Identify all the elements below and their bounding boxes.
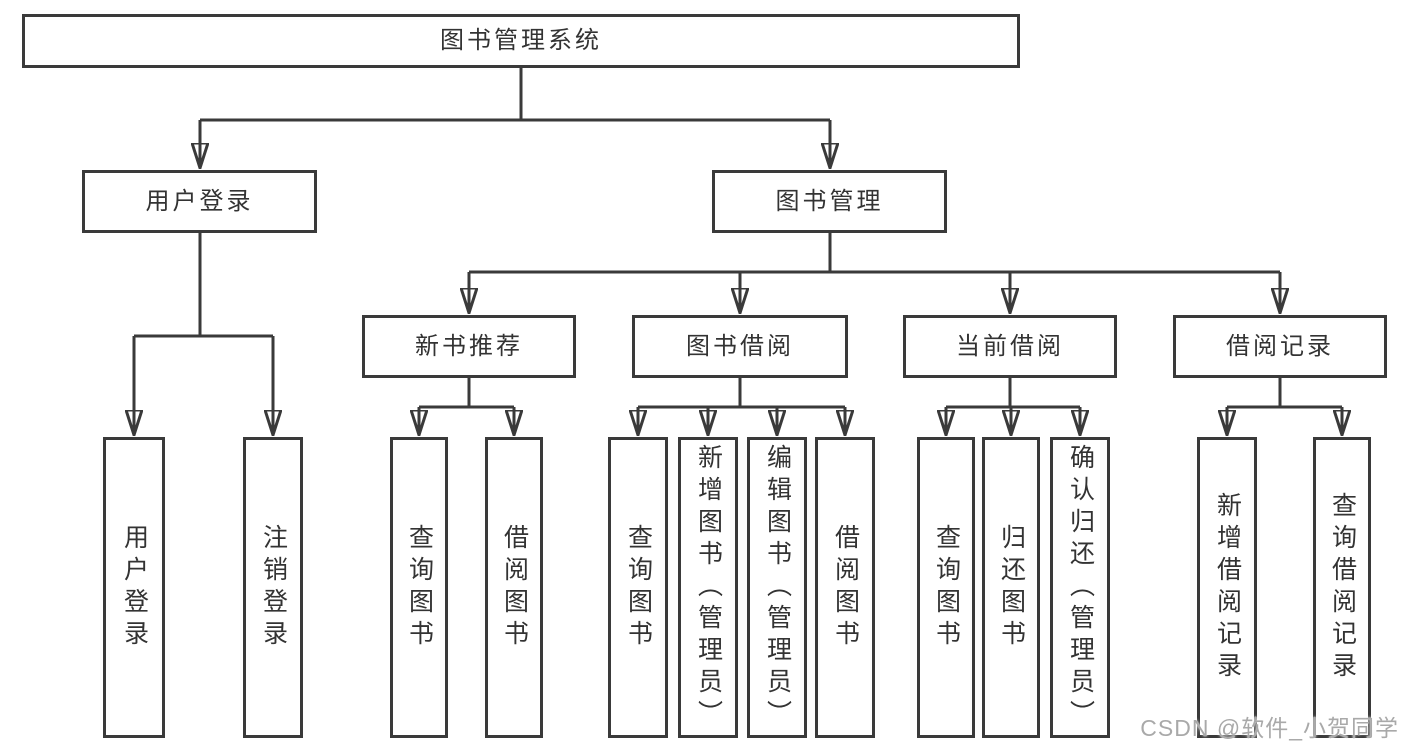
leaf-add-borrow-record: 新增借阅记录 [1197, 437, 1257, 738]
leaf-confirm-return-admin: 确认归还（管理员） [1050, 437, 1110, 738]
node-root-system: 图书管理系统 [22, 14, 1020, 68]
node-new-book-recommend: 新书推荐 [362, 315, 576, 378]
node-book-management-label: 图书管理 [775, 187, 884, 215]
node-user-login: 用户登录 [82, 170, 317, 233]
leaf-query-books-borrowing: 查询图书 [608, 437, 668, 738]
node-book-borrowing: 图书借阅 [632, 315, 848, 378]
node-new-book-recommend-label: 新书推荐 [415, 332, 523, 360]
leaf-query-borrow-record: 查询借阅记录 [1313, 437, 1371, 738]
leaf-user-login: 用户登录 [103, 437, 165, 738]
csdn-watermark: CSDN @软件_小贺同学 [1140, 715, 1399, 741]
leaf-borrow-books-recommend: 借阅图书 [485, 437, 543, 738]
leaf-query-books-current: 查询图书 [917, 437, 975, 738]
leaf-return-books: 归还图书 [982, 437, 1040, 738]
leaf-query-books-recommend: 查询图书 [390, 437, 448, 738]
leaf-edit-books-admin: 编辑图书（管理员） [747, 437, 807, 738]
node-book-management: 图书管理 [712, 170, 947, 233]
node-borrow-records-label: 借阅记录 [1226, 332, 1334, 360]
node-book-borrowing-label: 图书借阅 [686, 332, 794, 360]
node-user-login-label: 用户登录 [145, 187, 254, 215]
leaf-logout: 注销登录 [243, 437, 303, 738]
node-current-borrowing-label: 当前借阅 [956, 332, 1064, 360]
leaf-add-books-admin: 新增图书（管理员） [678, 437, 738, 738]
node-current-borrowing: 当前借阅 [903, 315, 1117, 378]
leaf-borrow-books: 借阅图书 [815, 437, 875, 738]
node-borrow-records: 借阅记录 [1173, 315, 1387, 378]
node-root-label: 图书管理系统 [440, 27, 602, 54]
